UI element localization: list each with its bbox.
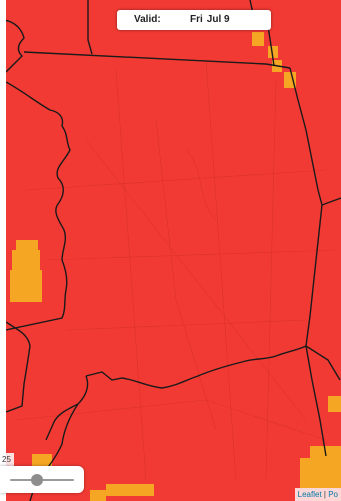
map-attribution: Leaflet | Po <box>294 488 341 501</box>
valid-day: Fri <box>190 14 203 25</box>
provider-link[interactable]: Po <box>328 490 338 499</box>
road-network <box>15 59 337 481</box>
attribution-separator: | <box>321 490 329 499</box>
slider-value-readout: 25 <box>0 453 14 466</box>
valid-label: Valid: <box>134 14 161 25</box>
map-view[interactable]: Valid: Fri Jul 9 Leaflet | Po <box>6 0 341 501</box>
leaflet-link[interactable]: Leaflet <box>297 490 322 499</box>
map-canvas <box>6 0 341 501</box>
valid-date: Jul 9 <box>206 14 230 25</box>
valid-date-label: Valid: Fri Jul 9 <box>117 10 271 30</box>
opacity-slider-control[interactable] <box>0 466 84 493</box>
slider-thumb[interactable] <box>30 474 43 486</box>
outlook-cells-orange <box>10 32 341 501</box>
